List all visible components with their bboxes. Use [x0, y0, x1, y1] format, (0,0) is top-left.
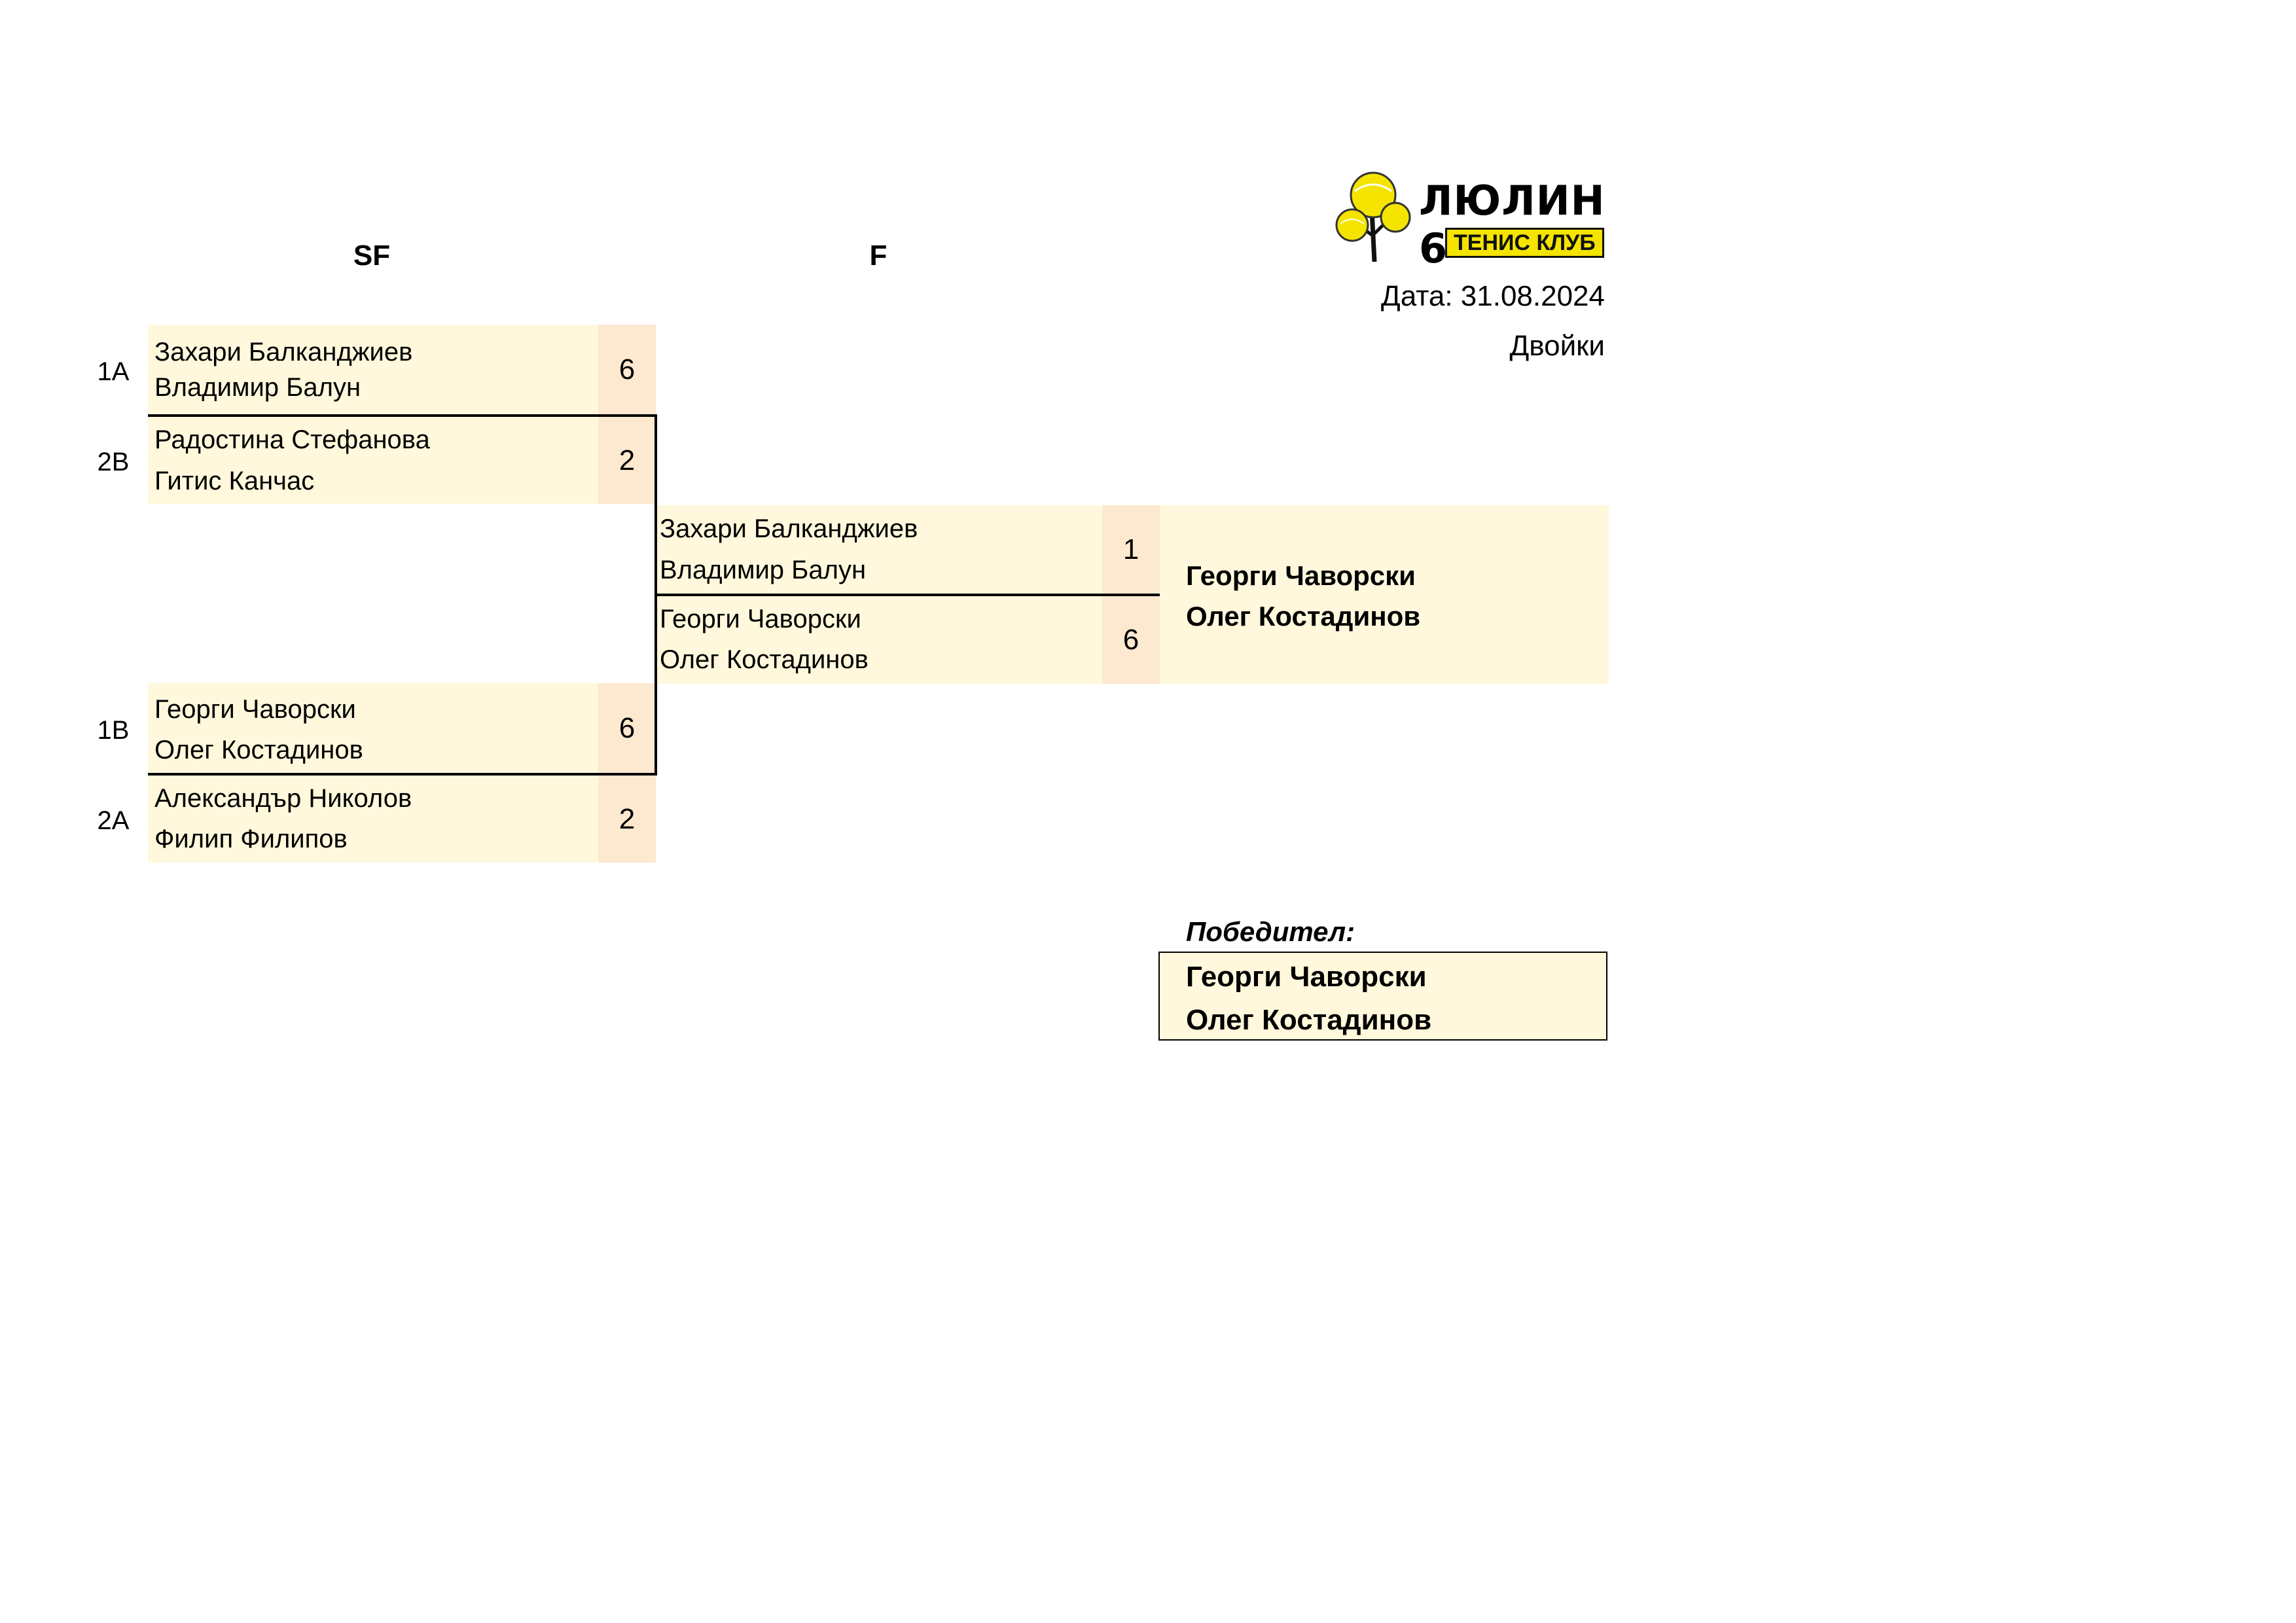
- score-cell: 6: [1102, 596, 1160, 684]
- seed-label: 1B: [97, 716, 130, 745]
- winner-name: Олег Костадинов: [1186, 1004, 1432, 1036]
- player-name: Владимир Балун: [660, 556, 867, 584]
- player-name: Олег Костадинов: [660, 645, 869, 674]
- sf-entry-3: [148, 683, 598, 773]
- score-cell: 2: [598, 417, 656, 504]
- score-cell: 6: [598, 325, 656, 414]
- score-cell: 6: [598, 683, 656, 773]
- bracket-connector: [655, 414, 657, 776]
- final-entry-2: [657, 596, 1102, 684]
- player-name: Филип Филипов: [154, 825, 348, 853]
- bracket-line: [657, 594, 1160, 596]
- round-label-sf: SF: [353, 240, 391, 272]
- bracket-line: [148, 414, 656, 417]
- logo-title: ЛЮЛИН 6: [1419, 177, 1605, 272]
- bracket-line: [148, 773, 656, 776]
- player-name: Владимир Балун: [154, 373, 361, 402]
- winner-box: [1158, 952, 1607, 1041]
- final-entry-1: [657, 505, 1102, 594]
- winner-name: Георги Чаворски: [1186, 961, 1427, 993]
- player-name: Радостина Стефанова: [154, 425, 430, 454]
- winner-label: Победител:: [1186, 916, 1355, 947]
- player-name: Александър Николов: [154, 784, 412, 813]
- score-cell: 1: [1102, 505, 1160, 594]
- logo-subtitle: ТЕНИС КЛУБ: [1445, 228, 1604, 258]
- sf-entry-2: [148, 417, 598, 504]
- player-name: Гитис Канчас: [154, 467, 315, 495]
- seed-label: 1A: [97, 357, 130, 386]
- player-name: Захари Балканджиев: [154, 338, 413, 366]
- seed-label: 2B: [97, 448, 130, 476]
- sf-entry-1: [148, 325, 598, 414]
- round-label-f: F: [869, 240, 888, 272]
- player-name: Георги Чаворски: [154, 695, 356, 724]
- champion-name: Олег Костадинов: [1186, 601, 1421, 632]
- champion-cell: [1160, 505, 1609, 684]
- player-name: Георги Чаворски: [660, 605, 861, 633]
- score-cell: 2: [598, 776, 656, 863]
- tournament-category: Двойки: [1509, 330, 1605, 362]
- player-name: Олег Костадинов: [154, 736, 363, 764]
- seed-label: 2A: [97, 806, 130, 835]
- club-logo: ЛЮЛИН 6 ТЕНИС КЛУБ: [1335, 171, 1623, 272]
- tournament-date: Дата: 31.08.2024: [1380, 280, 1605, 312]
- tennis-ball-tree-icon: [1335, 171, 1411, 262]
- player-name: Захари Балканджиев: [660, 514, 918, 543]
- sf-entry-4: [148, 776, 598, 863]
- champion-name: Георги Чаворски: [1186, 560, 1416, 591]
